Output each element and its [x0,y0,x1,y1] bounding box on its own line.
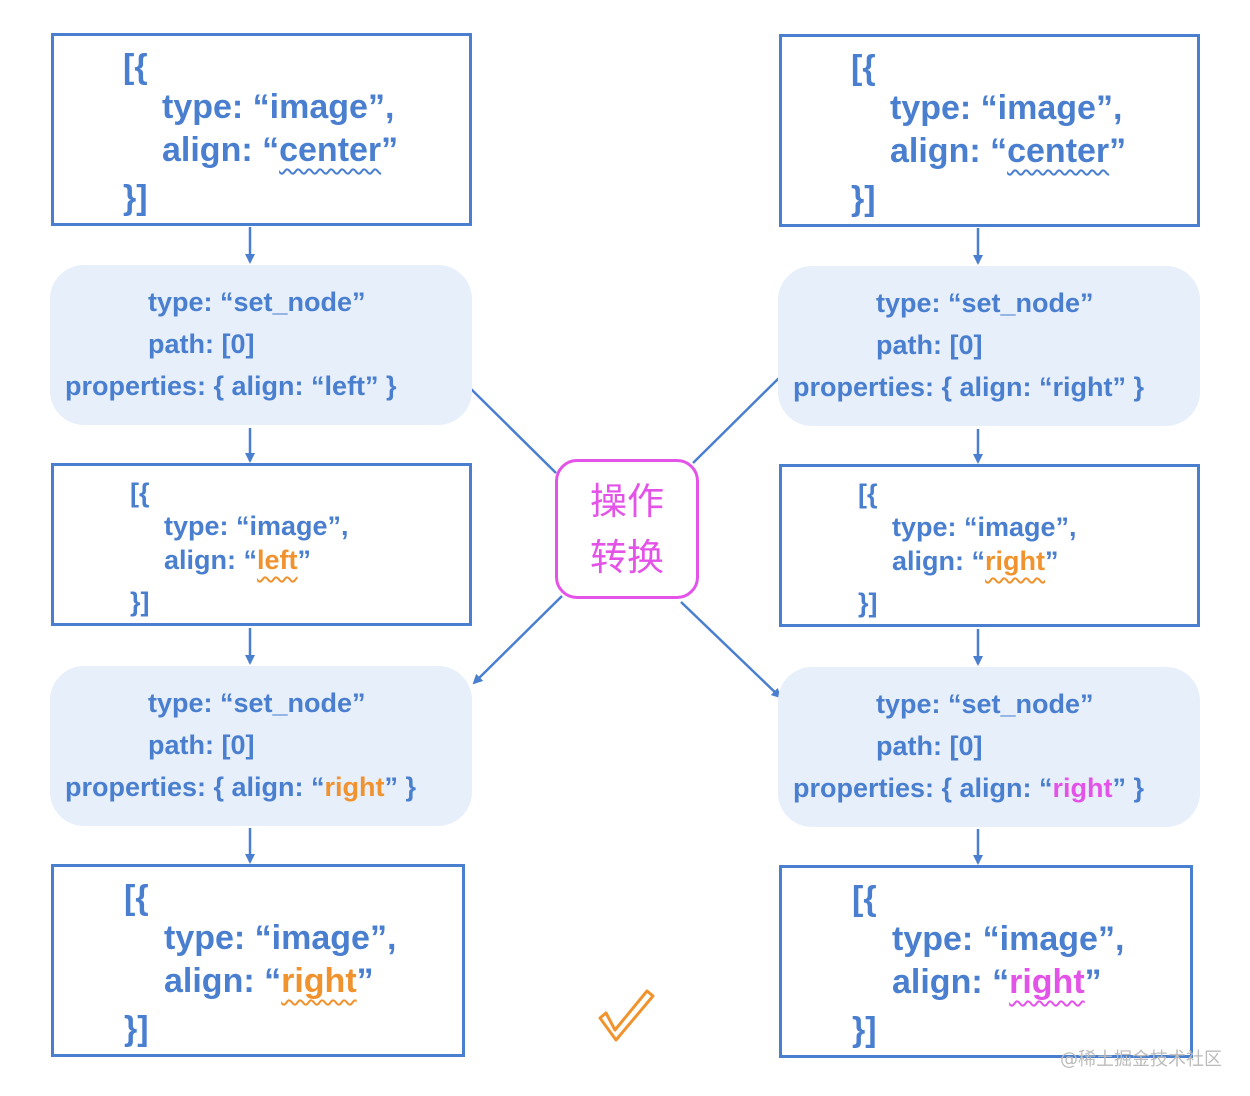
align-line: align: “center” [890,132,1126,171]
op-type-line: type: “set_node” [876,689,1094,719]
align-end: ” [297,545,312,575]
op-type-line: type: “set_node” [148,287,366,317]
align-value: right [281,962,357,1000]
align-value: right [985,546,1045,576]
arrow-transform-to-right-op [680,601,782,699]
watermark: @稀土掘金技术社区 [1060,1049,1222,1070]
op-properties-line: properties: { align: “right” } [793,773,1144,804]
op-props-value: right [1052,773,1113,803]
align-key: align: “ [890,132,1008,170]
op-properties-line: properties: { align: “left” } [65,371,397,402]
op-properties-line: properties: { align: “right” } [65,772,416,803]
op-props-prefix: properties: { align: “ [65,772,325,802]
align-end: ” [1109,132,1127,170]
op-props-value: right [324,772,385,802]
bracket-close: }] [858,588,878,618]
op-props-value: right [1052,372,1113,402]
right-doc-initial: [{ type: “image”, align: “center” }] [779,34,1200,227]
op-properties-line: properties: { align: “right” } [793,372,1144,403]
right-doc-after-op1: [{ type: “image”, align: “right” }] [779,464,1200,627]
op-props-prefix: properties: { align: “ [793,773,1053,803]
op-props-suffix: ” } [1112,372,1145,402]
op-type-line: type: “set_node” [148,688,366,718]
type-line: type: “image”, [892,920,1125,958]
arrow-transform-to-left-op [472,595,563,685]
op-type-line: type: “set_node” [876,288,1094,318]
align-value: center [1007,132,1110,170]
bracket-open: [{ [851,49,876,87]
bracket-close: }] [852,1011,877,1049]
left-doc-initial: [{ type: “image”, align: “center” }] [51,33,472,226]
op-path-line: path: [0] [148,730,255,760]
bracket-close: }] [851,180,876,218]
align-key: align: “ [162,131,280,169]
op-path-line: path: [0] [148,329,255,359]
align-key: align: “ [164,545,257,575]
type-line: type: “image”, [164,919,397,957]
op-path-line: path: [0] [876,731,983,761]
align-line: align: “right” [892,963,1102,1002]
op-props-prefix: properties: { align: “ [793,372,1053,402]
op-props-value: left [324,371,366,401]
op-props-suffix: ” } [365,371,397,401]
transform-label-line2: 转换 [590,536,664,579]
type-line: type: “image”, [890,89,1123,127]
bracket-close: }] [124,1010,149,1048]
align-key: align: “ [164,962,282,1000]
left-op-2: type: “set_node” path: [0] properties: {… [50,666,472,826]
op-props-suffix: ” } [1112,773,1145,803]
align-end: ” [1084,963,1102,1001]
right-doc-final: [{ type: “image”, align: “right” }] [779,865,1193,1058]
bracket-open: [{ [130,478,150,508]
right-op-1: type: “set_node” path: [0] properties: {… [778,266,1200,426]
op-props-suffix: ” } [384,772,417,802]
op-path-line: path: [0] [876,330,983,360]
align-line: align: “left” [164,545,311,576]
bracket-open: [{ [124,879,149,917]
right-op-2: type: “set_node” path: [0] properties: {… [778,667,1200,827]
bracket-open: [{ [852,880,877,918]
line-right-op-to-transform [692,373,784,464]
align-value: right [1009,963,1085,1001]
align-key: align: “ [892,963,1010,1001]
type-line: type: “image”, [162,88,395,126]
operation-transform-box: 操作 转换 [555,459,699,599]
bracket-close: }] [130,587,150,617]
bracket-close: }] [123,179,148,217]
checkmark-icon [598,989,655,1042]
bracket-open: [{ [123,48,148,86]
align-end: ” [1045,546,1059,576]
transform-label-line1: 操作 [590,480,664,523]
align-value: center [279,131,382,169]
bracket-open: [{ [858,479,878,509]
align-end: ” [381,131,399,169]
align-key: align: “ [892,546,985,576]
type-line: type: “image”, [164,511,349,541]
left-doc-after-op1: [{ type: “image”, align: “left” }] [51,463,472,626]
left-op-1: type: “set_node” path: [0] properties: {… [50,265,472,425]
align-end: ” [356,962,374,1000]
type-line: type: “image”, [892,512,1077,542]
op-props-prefix: properties: { align: “ [65,371,325,401]
align-line: align: “center” [162,131,398,170]
left-doc-final: [{ type: “image”, align: “right” }] [51,864,465,1057]
align-value: left [257,545,298,575]
align-line: align: “right” [892,546,1059,577]
align-line: align: “right” [164,962,374,1001]
line-left-op-to-transform [469,387,557,474]
